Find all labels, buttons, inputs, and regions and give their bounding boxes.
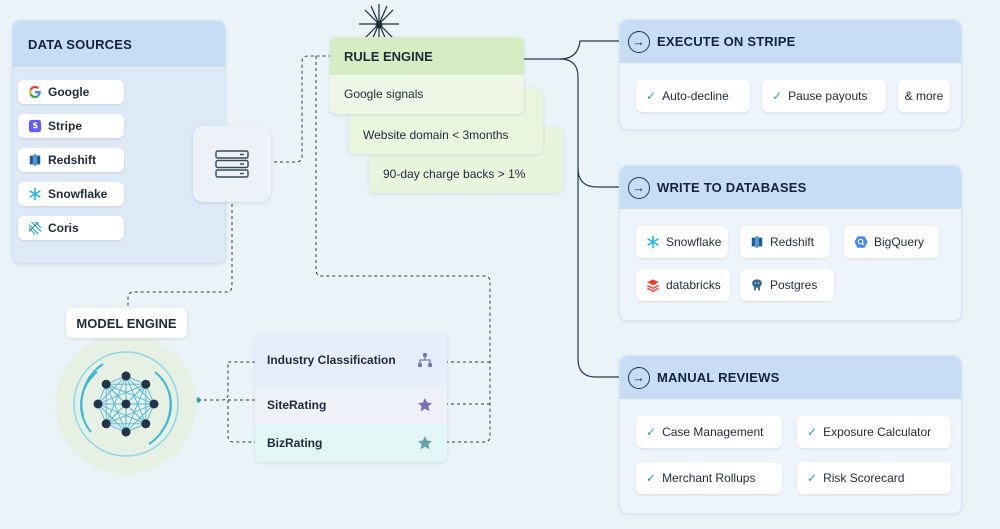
model-engine-title: MODEL ENGINE — [66, 308, 187, 338]
snowflake-icon — [29, 187, 41, 201]
network-node — [101, 419, 111, 429]
rule-engine-title: RULE ENGINE — [330, 37, 524, 75]
hierarchy-icon — [418, 352, 432, 367]
arrow-circle-icon — [628, 31, 650, 53]
postgres-icon — [752, 279, 762, 291]
network-edge — [125, 403, 147, 425]
chip-label: Exposure Calculator — [823, 425, 932, 439]
action-chip-auto-decline[interactable]: ✓ Auto-decline — [636, 80, 750, 112]
chip-label: Redshift — [770, 235, 815, 249]
model-list: Industry Classification SiteRating BizRa… — [255, 333, 447, 462]
model-label: BizRating — [267, 436, 323, 450]
check-icon: ✓ — [807, 425, 818, 439]
data-hub[interactable] — [193, 126, 271, 202]
db-chip-bigquery[interactable]: BigQuery — [844, 226, 939, 258]
coris-icon — [28, 221, 42, 235]
source-label: Google — [48, 85, 90, 99]
redshift-icon — [751, 236, 763, 248]
chip-label: Case Management — [662, 425, 764, 439]
snowflake-icon — [647, 235, 659, 249]
db-chip-redshift[interactable]: Redshift — [740, 226, 830, 258]
network-node — [141, 419, 151, 429]
model-label: SiteRating — [267, 398, 327, 412]
network-node — [93, 399, 103, 409]
review-chip-merchant-rollups[interactable]: ✓ Merchant Rollups — [636, 462, 782, 494]
db-chip-snowflake[interactable]: Snowflake — [636, 226, 728, 258]
data-sources-title: DATA SOURCES — [13, 21, 225, 67]
source-chip-stripe[interactable]: Stripe — [18, 114, 124, 138]
panel-title-text: MANUAL REVIEWS — [657, 370, 780, 385]
network-edge — [105, 384, 127, 433]
manual-reviews-title: MANUAL REVIEWS — [620, 356, 961, 399]
source-label: Snowflake — [48, 187, 108, 201]
arrow-circle-icon — [628, 177, 650, 199]
model-row-bizrating[interactable]: BizRating — [255, 424, 447, 462]
db-chip-postgres[interactable]: Postgres — [740, 269, 834, 301]
network-node — [121, 371, 131, 381]
rule-text: 90-day charge backs > 1% — [383, 167, 526, 181]
rule-text: Google signals — [344, 87, 424, 101]
star-icon — [418, 398, 432, 412]
panel-title-text: WRITE TO DATABASES — [657, 180, 807, 195]
network-node — [149, 399, 159, 409]
network-node — [121, 427, 131, 437]
check-icon: ✓ — [646, 89, 657, 103]
network-edge — [125, 383, 147, 405]
panel-title-text: EXECUTE ON STRIPE — [657, 34, 796, 49]
execute-on-stripe-title: EXECUTE ON STRIPE — [620, 20, 961, 63]
model-label: Industry Classification — [267, 352, 396, 367]
bigquery-icon — [854, 236, 868, 248]
chip-label: Postgres — [770, 278, 818, 292]
chip-label: & more — [904, 89, 944, 103]
redshift-icon — [29, 154, 41, 166]
source-chip-coris[interactable]: Coris — [18, 216, 124, 240]
db-chip-databricks[interactable]: databricks — [636, 269, 730, 301]
action-chip-more[interactable]: & more — [898, 80, 950, 112]
model-row-industry-classification[interactable]: Industry Classification — [255, 333, 447, 386]
manual-reviews-panel: MANUAL REVIEWS ✓ Case Management ✓ Exposur… — [619, 355, 962, 514]
arrow-circle-icon — [628, 367, 650, 389]
stripe-icon — [28, 119, 42, 133]
check-icon: ✓ — [772, 89, 783, 103]
chip-label: databricks — [666, 278, 721, 292]
network-edge — [105, 383, 127, 405]
source-chip-snowflake[interactable]: Snowflake — [18, 182, 124, 206]
chip-label: Risk Scorecard — [823, 471, 905, 485]
chip-label: Auto-decline — [662, 89, 729, 103]
google-icon — [29, 85, 41, 99]
network-edge — [105, 403, 127, 425]
write-to-databases-panel: WRITE TO DATABASES Snowflake Redshift Bi… — [619, 165, 962, 321]
rule-engine-card[interactable]: RULE ENGINE Google signals — [330, 37, 524, 114]
chip-label: Merchant Rollups — [662, 471, 756, 485]
model-row-siterating[interactable]: SiteRating — [255, 386, 447, 424]
chip-label: BigQuery — [874, 235, 925, 249]
source-chip-google[interactable]: Google — [18, 80, 124, 104]
rule-text: Website domain < 3months — [363, 128, 509, 142]
neural-network-icon — [73, 351, 179, 457]
check-icon: ✓ — [646, 425, 657, 439]
action-chip-pause-payouts[interactable]: ✓ Pause payouts — [762, 80, 886, 112]
model-engine-disk — [55, 334, 197, 474]
review-chip-case-management[interactable]: ✓ Case Management — [636, 416, 782, 448]
server-stack-icon — [215, 150, 249, 178]
write-to-databases-title: WRITE TO DATABASES — [620, 166, 961, 209]
databricks-icon — [647, 279, 659, 292]
review-chip-exposure-calculator[interactable]: ✓ Exposure Calculator — [797, 416, 951, 448]
check-icon: ✓ — [807, 471, 818, 485]
source-label: Stripe — [48, 119, 83, 133]
network-node — [141, 379, 151, 389]
source-label: Coris — [48, 221, 79, 235]
chip-label: Snowflake — [666, 235, 722, 249]
source-label: Redshift — [48, 153, 96, 167]
check-icon: ✓ — [646, 471, 657, 485]
star-icon — [418, 436, 432, 450]
network-node — [101, 379, 111, 389]
execute-on-stripe-panel: EXECUTE ON STRIPE ✓ Auto-decline ✓ Pause p… — [619, 19, 962, 130]
network-edge — [106, 383, 155, 405]
chip-label: Pause payouts — [788, 89, 868, 103]
network-node — [121, 399, 131, 409]
source-chip-redshift[interactable]: Redshift — [18, 148, 124, 172]
review-chip-risk-scorecard[interactable]: ✓ Risk Scorecard — [797, 462, 951, 494]
